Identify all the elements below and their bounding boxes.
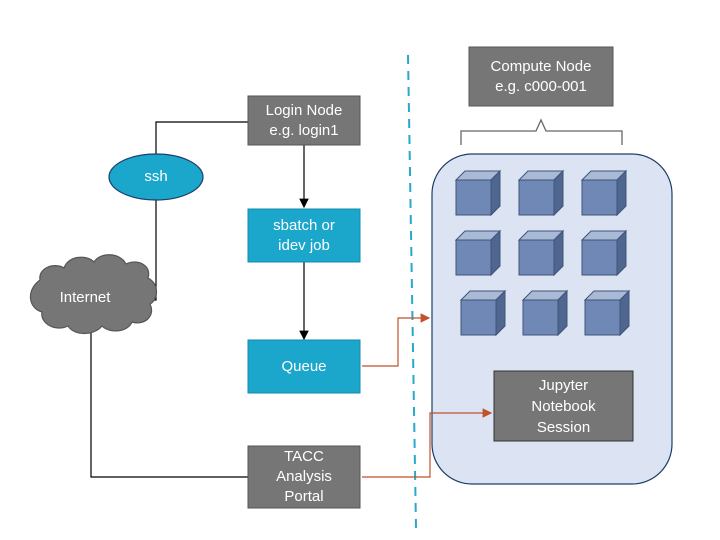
server-cube-icon bbox=[454, 169, 502, 217]
portal-label: TACC Analysis Portal bbox=[276, 448, 332, 505]
jupyter-label: Jupyter Notebook Session bbox=[531, 376, 596, 436]
ssh-ellipse bbox=[108, 153, 204, 201]
batch-job-box bbox=[247, 208, 361, 263]
divider-line bbox=[407, 54, 417, 529]
internet-cloud-icon bbox=[29, 254, 158, 335]
internet-portal-connector bbox=[90, 325, 248, 478]
server-cube-icon bbox=[459, 289, 507, 337]
queue-label: Queue bbox=[281, 357, 327, 375]
server-cube-icon bbox=[583, 289, 631, 337]
login-node-box bbox=[247, 95, 361, 146]
compute-node-label: Compute Node e.g. c000-001 bbox=[490, 57, 592, 95]
login-ssh-connector bbox=[146, 121, 248, 301]
batch-job-label: sbatch or idev job bbox=[273, 216, 335, 254]
portal-to-jupyter-connector bbox=[362, 408, 493, 478]
server-cube-icon bbox=[521, 289, 569, 337]
jupyter-box bbox=[493, 370, 634, 442]
login-node-label: Login Node e.g. login1 bbox=[265, 101, 343, 139]
server-cubes bbox=[454, 169, 631, 337]
queue-box bbox=[247, 339, 361, 394]
server-cube-icon bbox=[517, 169, 565, 217]
compute-node-brace bbox=[460, 118, 623, 145]
server-cube-icon bbox=[454, 229, 502, 277]
internet-label: Internet bbox=[59, 289, 111, 306]
server-cube-icon bbox=[580, 169, 628, 217]
ssh-label: ssh bbox=[144, 168, 168, 185]
queue-to-cluster-connector bbox=[362, 313, 431, 367]
server-cube-icon bbox=[517, 229, 565, 277]
server-cube-icon bbox=[580, 229, 628, 277]
portal-box bbox=[247, 445, 361, 509]
compute-node-box bbox=[468, 46, 614, 107]
